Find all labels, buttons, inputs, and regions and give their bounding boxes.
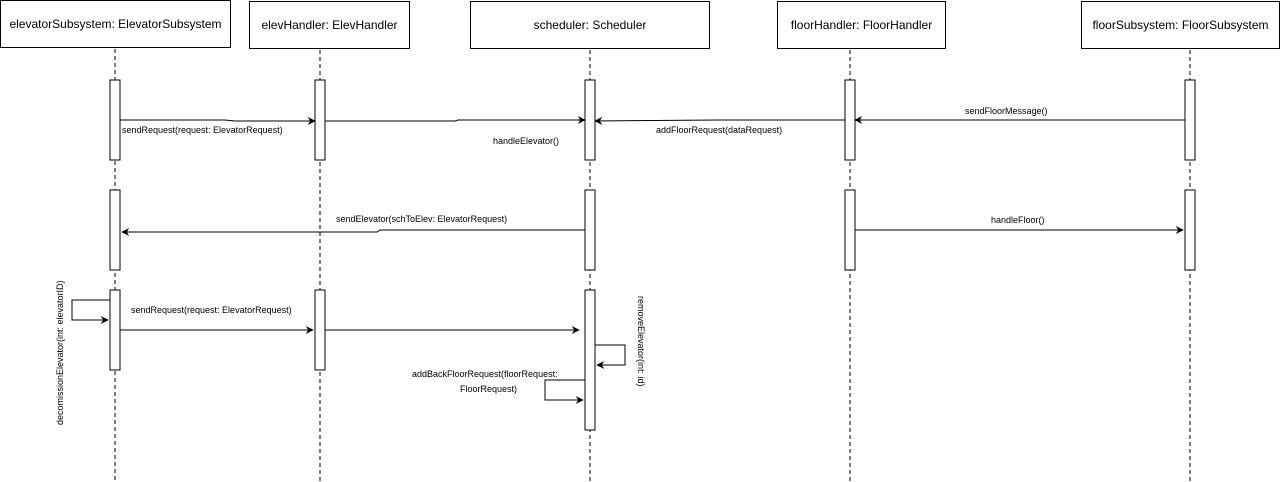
message-label-send-request-2: sendRequest(request: ElevatorRequest) <box>131 305 292 315</box>
activation-bar <box>1184 189 1196 271</box>
activation-bar <box>109 189 121 271</box>
message-arrow-send-request <box>120 117 316 125</box>
message-arrow-send-elevator <box>121 228 585 236</box>
message-arrow-handle-elevator <box>325 116 586 124</box>
lifeline-label: scheduler: Scheduler <box>533 18 647 32</box>
activation-bar <box>844 189 856 271</box>
lifeline-header-elev-handler: elevHandler: ElevHandler <box>249 1 410 49</box>
message-arrow-decommission-elevator <box>71 299 110 324</box>
message-label-send-elevator: sendElevator(schToElev: ElevatorRequest) <box>336 214 507 224</box>
message-arrow-add-back-floor-request <box>544 379 585 404</box>
message-label-remove-elevator: removeElevator(int: id) <box>636 296 646 387</box>
message-arrow-add-floor-request <box>594 116 845 125</box>
activation-bar <box>584 79 596 161</box>
message-label-handle-floor: handleFloor() <box>991 215 1045 225</box>
activation-bar <box>584 289 596 431</box>
activation-bar <box>109 289 121 371</box>
message-label-handle-elevator: handleElevator() <box>493 136 559 146</box>
lifeline-header-floor-subsystem: floorSubsystem: FloorSubsystem <box>1081 1 1280 49</box>
lifeline-label: floorSubsystem: FloorSubsystem <box>1092 18 1269 32</box>
activation-bar <box>1184 79 1196 161</box>
message-label-send-request: sendRequest(request: ElevatorRequest) <box>122 125 283 135</box>
activation-bar <box>584 189 596 271</box>
activation-bar <box>314 289 326 371</box>
message-label-decommission-elevator: decomissionElevator(int: elevatorID) <box>55 280 65 425</box>
message-arrow-remove-elevator <box>595 344 626 369</box>
activation-bar <box>109 79 121 161</box>
activation-bar <box>844 79 856 161</box>
lifeline-header-elevator-subsystem: elevatorSubsystem: ElevatorSubsystem <box>0 0 231 48</box>
lifeline-header-scheduler: scheduler: Scheduler <box>470 1 710 49</box>
message-label-add-back-floor-request-2: FloorRequest) <box>460 384 517 394</box>
lifeline-label: elevHandler: ElevHandler <box>261 18 398 32</box>
message-label-add-floor-request: addFloorRequest(dataRequest) <box>656 125 782 135</box>
message-label-add-back-floor-request: addBackFloorRequest(floorRequest: <box>412 369 558 379</box>
message-label-send-floor-message: sendFloorMessage() <box>965 106 1048 116</box>
lifeline-label: floorHandler: FloorHandler <box>790 18 933 32</box>
lifeline-label: elevatorSubsystem: ElevatorSubsystem <box>9 17 222 31</box>
lifeline-header-floor-handler: floorHandler: FloorHandler <box>777 1 946 49</box>
activation-bar <box>314 79 326 161</box>
